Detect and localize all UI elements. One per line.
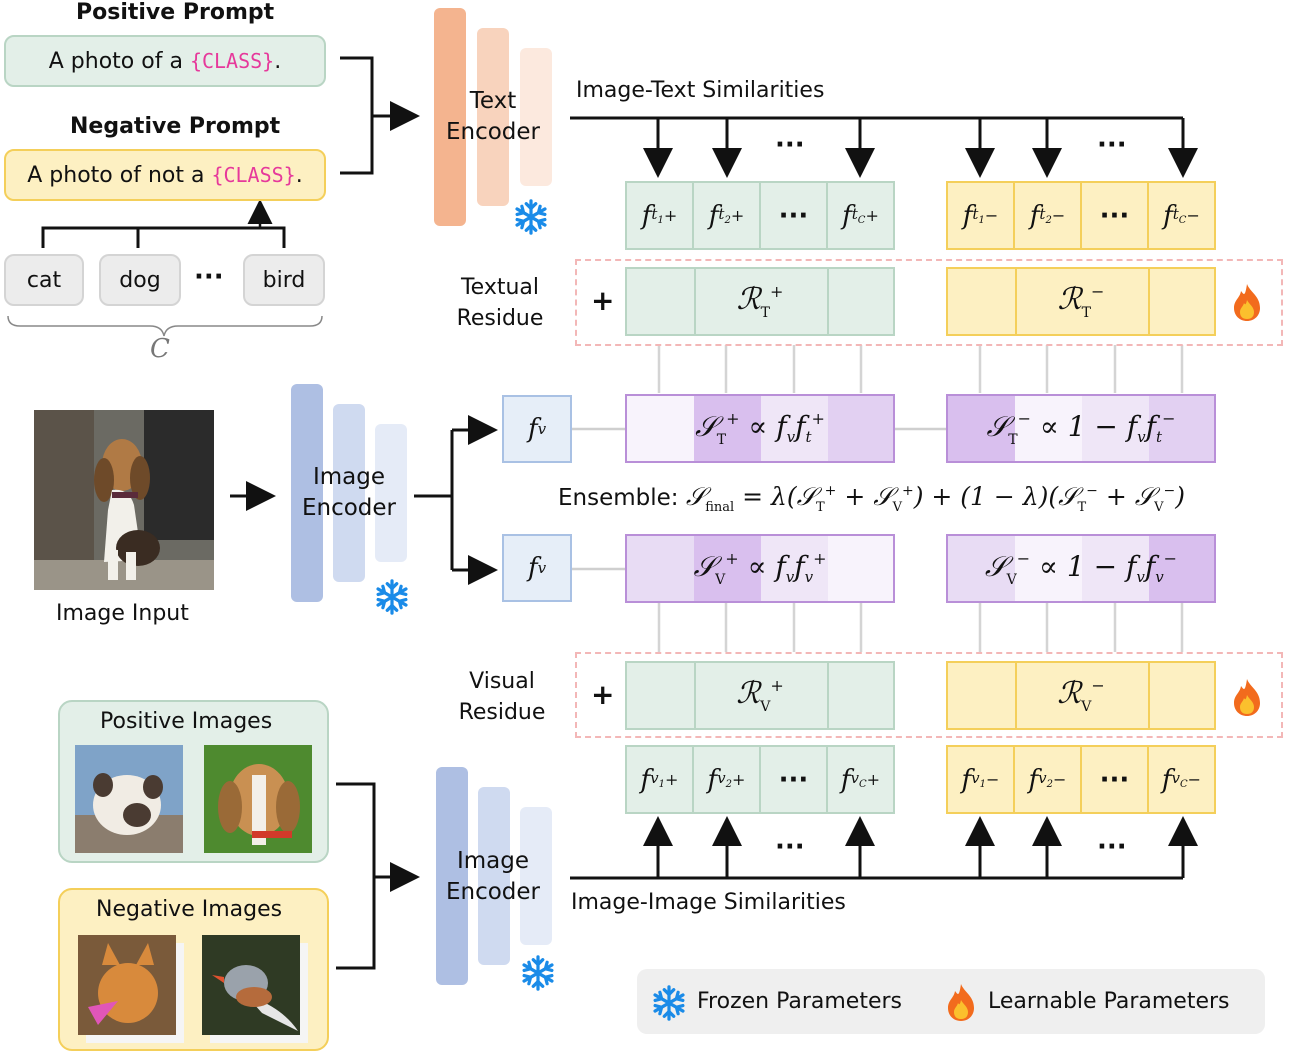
class-word-cat: cat	[4, 254, 84, 306]
image-input-photo	[34, 410, 214, 590]
flame-icon	[948, 984, 974, 1021]
visual-residue-plus: +	[591, 678, 615, 711]
snowflake-icon	[515, 199, 547, 235]
text-encoder-layer-2	[477, 28, 509, 206]
dots-neg-top: ···	[1097, 130, 1127, 160]
period: .	[274, 48, 282, 74]
textual-residue-label: Textual Residue	[456, 275, 544, 331]
positive-prompt-text: A photo of a	[48, 48, 190, 74]
class-ellipsis: ···	[194, 262, 224, 292]
class-count-label: C	[150, 334, 170, 364]
flame-icon	[1234, 284, 1260, 321]
textual-residue-pos: ℛT+	[625, 267, 895, 336]
textual-residue-neg: ℛT−	[946, 267, 1216, 336]
positive-prompt-box: A photo of a {CLASS}.	[4, 35, 326, 87]
image-encoder-bottom-layer-1	[436, 767, 468, 985]
positive-prompt-title: Positive Prompt	[76, 0, 275, 25]
snowflake-icon	[653, 985, 685, 1021]
text-encoder-label: Text Encoder	[445, 88, 541, 145]
visual-residue-pos: ℛV+	[625, 661, 895, 730]
legend-learnable-label: Learnable Parameters	[988, 989, 1230, 1014]
similarity-text-pos: 𝒮T+ ∝ fvft+	[625, 394, 895, 463]
dots-neg-bottom: ···	[1097, 832, 1127, 862]
class-word-dog: dog	[99, 254, 181, 306]
snowflake-icon	[522, 955, 554, 991]
text-encoder-layer-1	[434, 8, 466, 226]
class-word-bird: bird	[243, 254, 325, 306]
class-token: {CLASS}	[189, 49, 275, 73]
class-token: {CLASS}	[211, 163, 296, 187]
negative-prompt-title: Negative Prompt	[70, 114, 281, 139]
image-encoder-top-layer-1	[291, 384, 323, 602]
ensemble-formula: Ensemble: 𝒮final = λ(𝒮T+ + 𝒮V+) + (1 − λ…	[558, 482, 1185, 515]
text-feature-pos-dots: ···	[759, 181, 828, 250]
similarity-text-neg: 𝒮T− ∝ 1 − fvft−	[946, 394, 1216, 463]
visual-residue-label: Visual Residue	[458, 669, 546, 725]
text-encoder-layer-3	[520, 48, 552, 186]
similarity-visual-neg: 𝒮V− ∝ 1 − fvfv−	[946, 534, 1216, 603]
negative-prompt-text: A photo of not a	[27, 162, 212, 188]
dots-pos-bottom: ···	[775, 832, 805, 862]
similarity-visual-pos: 𝒮V+ ∝ fvfv+	[625, 534, 895, 603]
ensemble-label: Ensemble:	[558, 485, 679, 511]
textual-residue-region	[575, 259, 1283, 346]
text-feature-neg-dots: ···	[1080, 181, 1149, 250]
negative-prompt-box: A photo of not a {CLASS}.	[4, 149, 326, 201]
image-encoder-top-layer-3	[375, 424, 407, 562]
positive-images-title: Positive Images	[100, 709, 273, 734]
negative-image-cat	[78, 935, 184, 1043]
visual-residue-neg: ℛV−	[946, 661, 1216, 730]
image-encoder-top-layer-2	[333, 404, 365, 582]
textual-residue-plus: +	[591, 284, 615, 317]
positive-image-bulldog	[75, 745, 183, 853]
image-input-label: Image Input	[56, 601, 189, 626]
image-encoder-bottom-label: Image Encoder	[445, 848, 541, 905]
negative-images-title: Negative Images	[96, 897, 283, 922]
visual-feature-pos-dots: ···	[759, 745, 828, 814]
image-encoder-top-label: Image Encoder	[301, 464, 397, 521]
flame-icon	[1234, 679, 1260, 716]
image-encoder-bottom-layer-2	[478, 787, 510, 965]
legend-frozen-label: Frozen Parameters	[697, 989, 903, 1014]
image-text-similarities-label: Image-Text Similarities	[576, 78, 825, 103]
visual-feature-neg-dots: ···	[1080, 745, 1149, 814]
negative-image-bird	[202, 935, 308, 1043]
snowflake-icon	[376, 579, 408, 615]
dots-pos-top: ···	[775, 130, 805, 160]
period: .	[295, 162, 303, 188]
visual-residue-region	[575, 652, 1283, 738]
positive-image-beagle	[204, 745, 312, 853]
image-encoder-bottom-layer-3	[520, 807, 552, 945]
image-image-similarities-label: Image-Image Similarities	[571, 890, 846, 915]
